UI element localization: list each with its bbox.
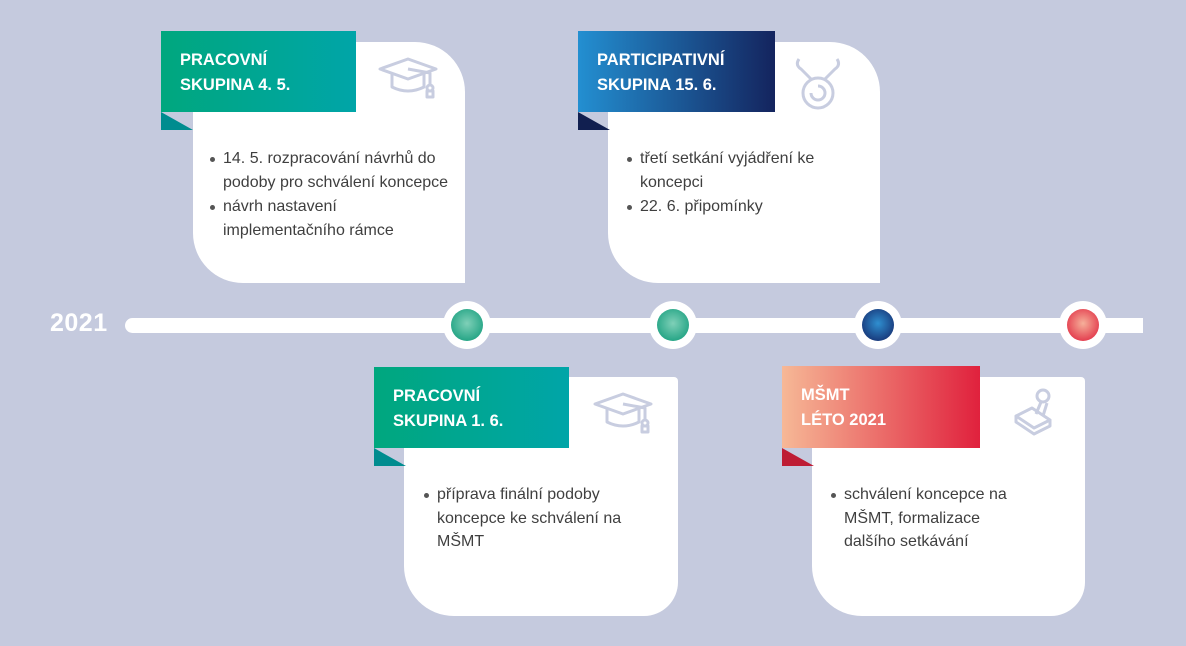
timeline-bar xyxy=(125,318,1143,333)
graduation-cap-icon xyxy=(593,392,653,434)
title-line: MŠMT xyxy=(801,386,850,404)
timeline-dot xyxy=(443,301,491,349)
graduation-cap-icon xyxy=(378,57,438,99)
list-item: 22. 6. připomínky xyxy=(626,195,871,219)
title-line: PARTICIPATIVNÍ xyxy=(597,51,725,69)
milestone-items: schválení koncepce na MŠMT, formalizace … xyxy=(830,483,1040,555)
milestone-title: PRACOVNÍ SKUPINA 4. 5. xyxy=(161,31,356,112)
milestone-items: třetí setkání vyjádření ke koncepci 22. … xyxy=(626,147,871,220)
title-line: SKUPINA 15. 6. xyxy=(597,76,717,94)
list-item: návrh nastavení implementačního rámce xyxy=(209,195,454,242)
title-line: SKUPINA 4. 5. xyxy=(180,76,291,94)
list-item: schválení koncepce na MŠMT, formalizace … xyxy=(830,483,1034,554)
milestone-title: MŠMT LÉTO 2021 xyxy=(782,366,980,448)
title-line: PRACOVNÍ xyxy=(393,387,481,405)
milestone-title: PRACOVNÍ SKUPINA 1. 6. xyxy=(374,367,569,448)
list-item: příprava finální podoby koncepce ke schv… xyxy=(423,483,627,554)
timeline-dot xyxy=(854,301,902,349)
stamp-icon xyxy=(1014,388,1052,436)
list-item: 14. 5. rozpracování návrhů do podoby pro… xyxy=(209,147,454,194)
timeline-year: 2021 xyxy=(50,309,108,337)
timeline-dot xyxy=(649,301,697,349)
title-line: LÉTO 2021 xyxy=(801,411,886,429)
milestone-title: PARTICIPATIVNÍ SKUPINA 15. 6. xyxy=(578,31,775,112)
title-line: PRACOVNÍ xyxy=(180,51,268,69)
medal-icon xyxy=(795,58,841,110)
milestone-items: příprava finální podoby koncepce ke schv… xyxy=(423,483,633,555)
title-line: SKUPINA 1. 6. xyxy=(393,412,504,430)
list-item: třetí setkání vyjádření ke koncepci xyxy=(626,147,830,194)
timeline-dot xyxy=(1059,301,1107,349)
milestone-items: 14. 5. rozpracování návrhů do podoby pro… xyxy=(209,147,454,243)
